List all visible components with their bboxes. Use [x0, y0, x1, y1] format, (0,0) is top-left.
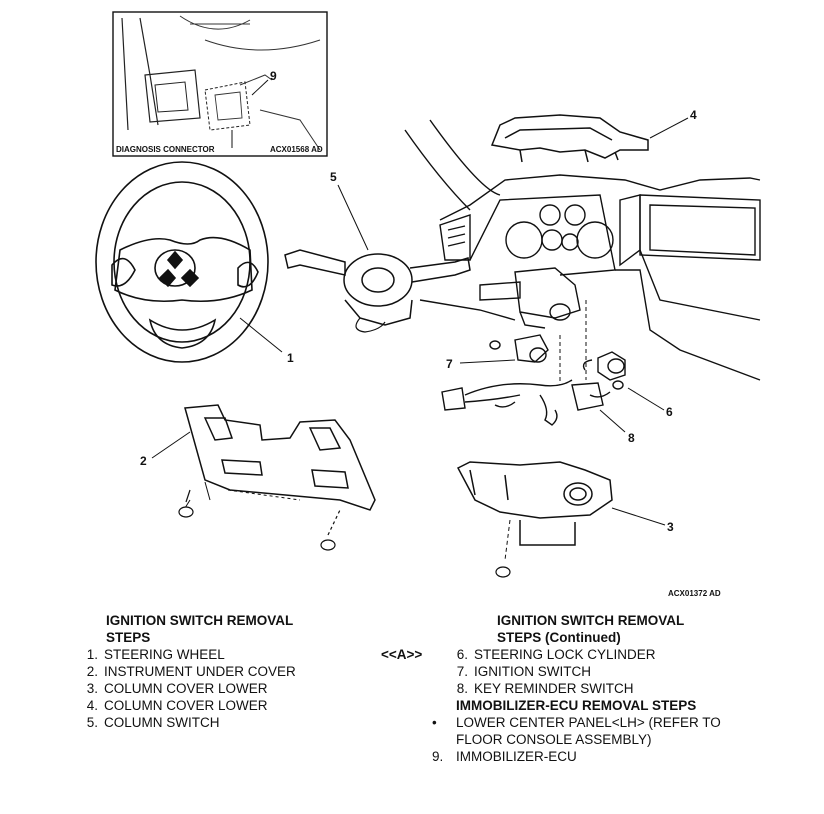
instrument-panel [404, 119, 761, 381]
step-text: KEY REMINDER SWITCH [474, 681, 634, 696]
screw-icon [178, 489, 194, 518]
exploded-view-illustration: 9 DIAGNOSIS CONNECTOR ACX01568 AD 1 2 [95, 11, 761, 598]
callout-6: 6 [666, 405, 673, 419]
immobilizer-heading: IMMOBILIZER-ECU REMOVAL STEPS [456, 698, 697, 713]
right-heading-line2: STEPS (Continued) [497, 630, 621, 645]
list-item: 5. COLUMN SWITCH [76, 714, 296, 731]
step-text: COLUMN SWITCH [104, 715, 220, 730]
left-heading-line1: IGNITION SWITCH REMOVAL [106, 613, 294, 628]
list-item: 6. STEERING LOCK CYLINDER [446, 646, 656, 663]
right-heading-line1: IGNITION SWITCH REMOVAL [497, 613, 685, 628]
step-text: COLUMN COVER LOWER [104, 681, 268, 696]
right-heading: IGNITION SWITCH REMOVAL STEPS (Continued… [497, 612, 684, 646]
list-item: 7. IGNITION SWITCH [446, 663, 656, 680]
callout-2: 2 [140, 454, 147, 468]
immobilizer-bullet-line2: FLOOR CONSOLE ASSEMBLY) [456, 732, 652, 747]
list-item: 1. STEERING WHEEL [76, 646, 296, 663]
list-item: 3. COLUMN COVER LOWER [76, 680, 296, 697]
left-heading-line2: STEPS [106, 630, 151, 645]
inset-label: DIAGNOSIS CONNECTOR [116, 145, 215, 154]
list-item: 4. COLUMN COVER LOWER [76, 697, 296, 714]
step-number: 2. [86, 664, 98, 679]
column-cover-upper [490, 114, 649, 163]
immobilizer-bullet-line1: LOWER CENTER PANEL<LH> (REFER TO [456, 715, 721, 730]
key-reminder-switch [441, 300, 624, 426]
callout-9: 9 [270, 69, 277, 83]
step-number: 8. [456, 681, 468, 696]
steering-column [479, 267, 581, 329]
callout-3: 3 [667, 520, 674, 534]
inset-diagnosis-connector: 9 DIAGNOSIS CONNECTOR ACX01568 AD [112, 11, 328, 157]
callout-7: 7 [446, 357, 453, 371]
instrument-under-cover [184, 404, 376, 511]
callout-8: 8 [628, 431, 635, 445]
figure-code: ACX01372 AD [668, 589, 721, 598]
immobilizer-bullet-mark: • [432, 715, 437, 730]
column-switch [284, 249, 471, 333]
column-cover-lower [456, 461, 613, 561]
ignition-switch [489, 334, 549, 363]
list-item: 8. KEY REMINDER SWITCH [446, 680, 656, 697]
callout-1: 1 [287, 351, 294, 365]
step-number: 1. [86, 647, 98, 662]
callout-4: 4 [690, 108, 697, 122]
step-text: INSTRUMENT UNDER COVER [104, 664, 296, 679]
steering-lock-cylinder [582, 351, 626, 381]
immobilizer-step-text: IMMOBILIZER-ECU [456, 749, 577, 764]
list-item: 2. INSTRUMENT UNDER COVER [76, 663, 296, 680]
step-text: IGNITION SWITCH [474, 664, 591, 679]
step-text: STEERING WHEEL [104, 647, 225, 662]
screw-icon [320, 509, 341, 551]
step-number: 7. [456, 664, 468, 679]
step-text: STEERING LOCK CYLINDER [474, 647, 656, 662]
immobilizer-step-number: 9. [432, 749, 444, 764]
step-text: COLUMN COVER LOWER [104, 698, 268, 713]
step-number: 4. [86, 698, 98, 713]
left-heading: IGNITION SWITCH REMOVAL STEPS [106, 612, 293, 646]
steering-wheel [95, 161, 269, 363]
right-steps-list: 6. STEERING LOCK CYLINDER 7. IGNITION SWIT… [446, 646, 656, 697]
screw-icon [495, 566, 511, 578]
procedure-note: <<A>> [381, 647, 423, 662]
step-number: 5. [86, 715, 98, 730]
left-steps-list: 1. STEERING WHEEL 2. INSTRUMENT UNDER COVE… [76, 646, 296, 731]
step-number: 6. [456, 647, 468, 662]
step-number: 3. [86, 681, 98, 696]
inset-code: ACX01568 AD [270, 145, 323, 154]
callout-5: 5 [330, 170, 337, 184]
